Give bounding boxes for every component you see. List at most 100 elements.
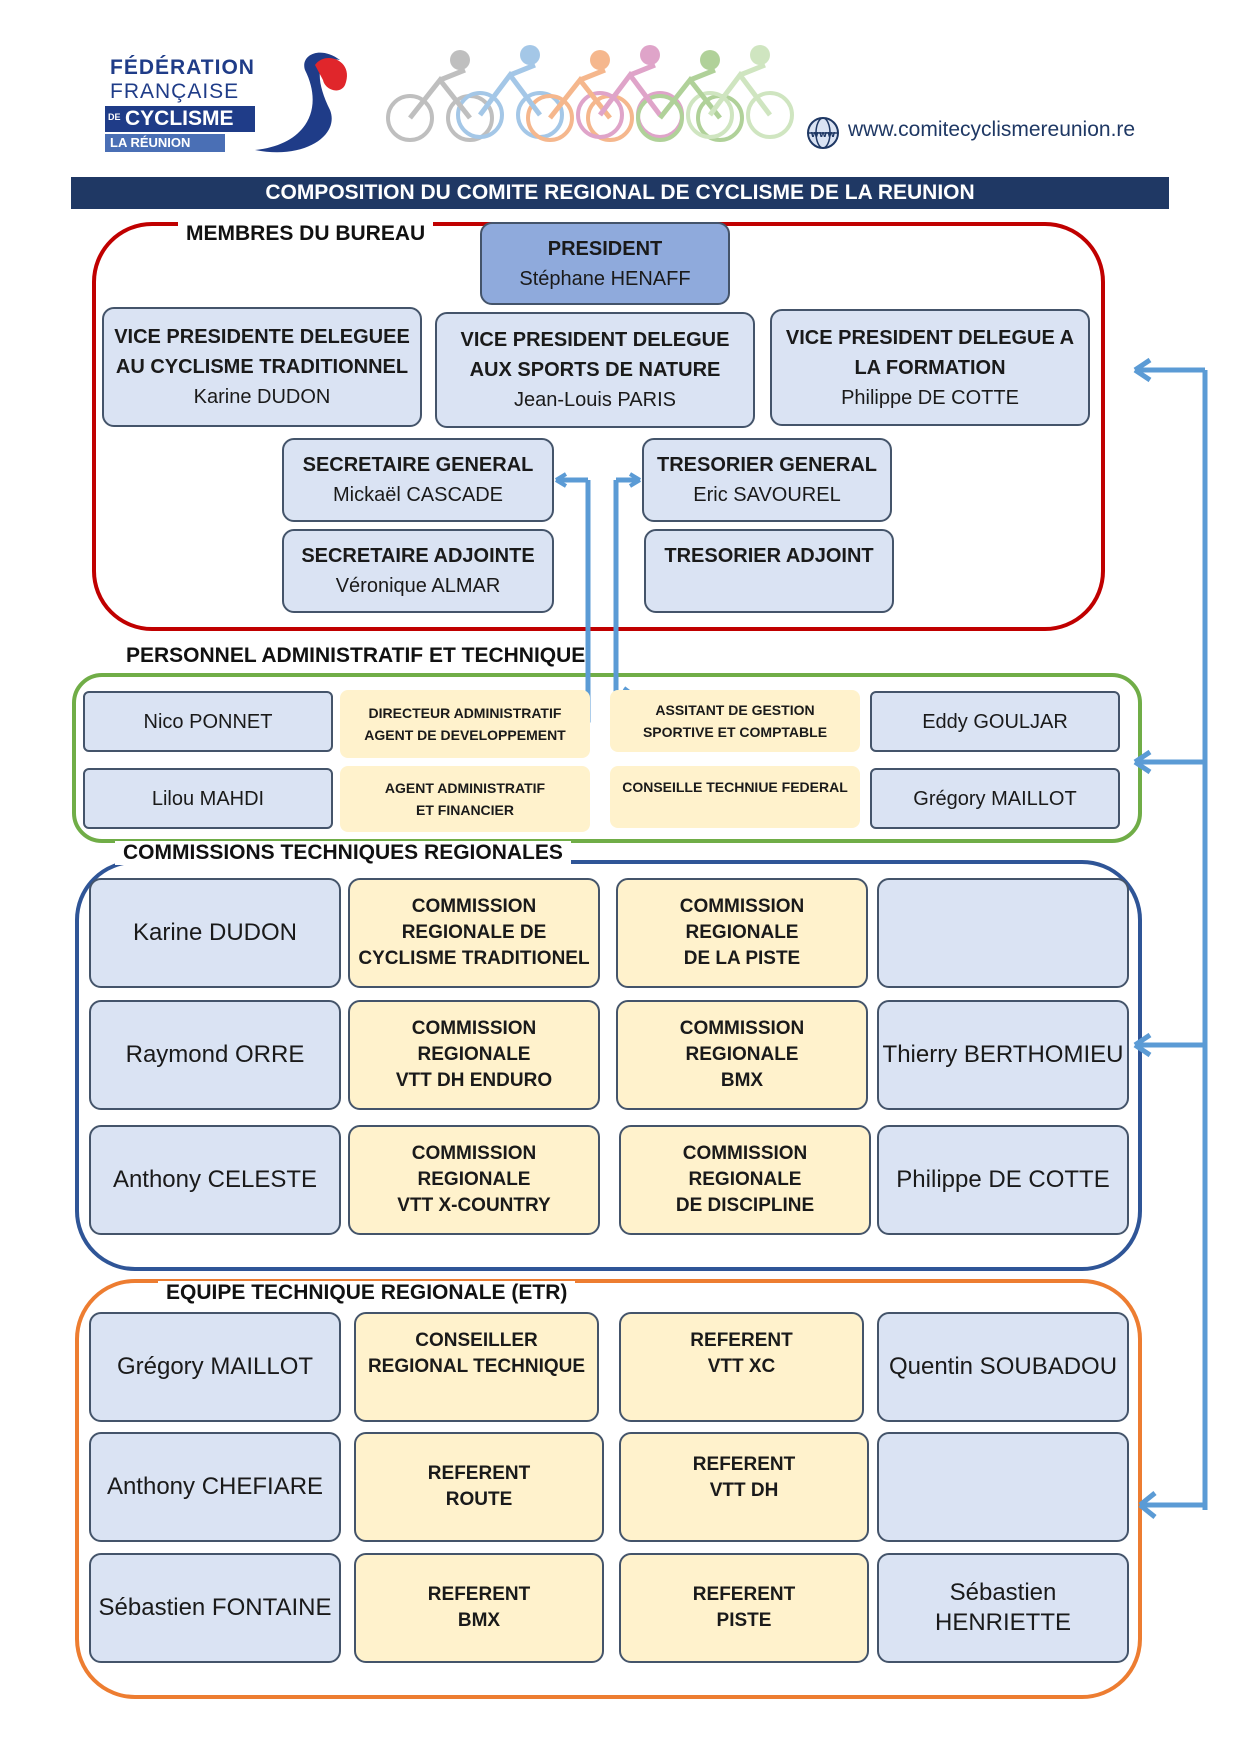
personnel-name-4-text: Grégory MAILLOT bbox=[913, 787, 1077, 810]
commission-name-3-text: Anthony CELESTE bbox=[112, 1166, 318, 1193]
commission-title-3: COMMISSION REGIONALE VTT X-COUNTRY bbox=[348, 1125, 600, 1235]
title-banner: COMPOSITION DU COMITE REGIONAL DE CYCLIS… bbox=[71, 177, 1169, 209]
commission-title-6-line3: DE DISCIPLINE bbox=[675, 1195, 815, 1216]
etr-title-6: REFERENT PISTE bbox=[619, 1553, 869, 1663]
commission-title-3-line2: REGIONALE bbox=[417, 1169, 531, 1190]
commission-title-1: COMMISSION REGIONALE DE CYCLISME TRADITI… bbox=[348, 878, 600, 988]
commission-title-5-line1: COMMISSION bbox=[679, 1018, 805, 1039]
etr-frame bbox=[75, 1279, 1142, 1699]
personnel-role-4-line1: CONSEILLE TECHNIUE FEDERAL bbox=[622, 779, 848, 795]
personnel-name-1: Nico PONNET bbox=[83, 691, 333, 752]
commission-title-1-line1: COMMISSION bbox=[411, 896, 537, 917]
etr-name-3-text: Sébastien FONTAINE bbox=[98, 1594, 332, 1621]
vp1-title-line2: AU CYCLISME TRADITIONNEL bbox=[115, 356, 409, 378]
commission-name-2-text: Raymond ORRE bbox=[125, 1041, 305, 1068]
secretaire-adjointe-box: SECRETAIRE ADJOINTE Véronique ALMAR bbox=[282, 529, 554, 613]
commission-title-1-line3: CYCLISME TRADITIONEL bbox=[358, 948, 590, 969]
commission-name-4 bbox=[877, 878, 1129, 988]
etr-title-5-line1: REFERENT bbox=[692, 1454, 796, 1475]
etr-title-3: REFERENT BMX bbox=[354, 1553, 604, 1663]
commission-title-4-line2: REGIONALE bbox=[685, 922, 799, 943]
svg-text:www: www bbox=[811, 130, 836, 140]
etr-title-1: CONSEILLER REGIONAL TECHNIQUE bbox=[354, 1312, 599, 1422]
commission-title-6-line1: COMMISSION bbox=[682, 1143, 808, 1164]
tresorier-general-box: TRESORIER GENERAL Eric SAVOUREL bbox=[642, 438, 892, 522]
etr-title-1-line2: REGIONAL TECHNIQUE bbox=[367, 1356, 586, 1377]
vp3-title-line1: VICE PRESIDENT DELEGUE A bbox=[785, 326, 1075, 349]
etr-name-2: Anthony CHEFIARE bbox=[89, 1432, 341, 1542]
etr-title-4-line1: REFERENT bbox=[690, 1330, 793, 1351]
personnel-role-2-line1: ASSITANT DE GESTION bbox=[655, 702, 815, 718]
president-box: PRESIDENT Stéphane HENAFF bbox=[480, 222, 730, 305]
secretaire-adjointe-name: Véronique ALMAR bbox=[335, 575, 501, 597]
personnel-name-2: Lilou MAHDI bbox=[83, 768, 333, 829]
page-title: COMPOSITION DU COMITE REGIONAL DE CYCLIS… bbox=[265, 181, 975, 204]
etr-title-6-line2: PISTE bbox=[716, 1610, 772, 1631]
personnel-name-3-text: Eddy GOULJAR bbox=[922, 710, 1068, 733]
etr-title-5-line2: VTT DH bbox=[709, 1480, 779, 1501]
vp2-title-line2: AUX SPORTS DE NATURE bbox=[469, 359, 721, 381]
vp1-title-line1: VICE PRESIDENTE DELEGUEE bbox=[114, 326, 410, 348]
personnel-role-1-line2: AGENT DE DEVELOPPEMENT bbox=[364, 727, 566, 743]
commission-title-6-line2: REGIONALE bbox=[688, 1169, 802, 1190]
commission-title-4-line1: COMMISSION bbox=[679, 896, 805, 917]
commission-title-5-line3: BMX bbox=[720, 1070, 764, 1091]
cyclists-banner-icon bbox=[386, 45, 794, 142]
commission-title-2-line1: COMMISSION bbox=[411, 1018, 537, 1039]
ffc-logo: FÉDÉRATION FRANÇAISE DE CYCLISME LA RÉUN… bbox=[105, 40, 365, 160]
commission-title-3-line3: VTT X-COUNTRY bbox=[397, 1195, 551, 1216]
vp2-box: VICE PRESIDENT DELEGUE AUX SPORTS DE NAT… bbox=[435, 312, 755, 428]
commission-title-2-line3: VTT DH ENDURO bbox=[395, 1070, 553, 1091]
president-name: Stéphane HENAFF bbox=[519, 267, 691, 290]
logo-line-reunion: LA RÉUNION bbox=[110, 135, 191, 150]
commission-title-2-line2: REGIONALE bbox=[417, 1044, 531, 1065]
etr-title-2-line2: ROUTE bbox=[445, 1489, 513, 1510]
etr-title-3-line1: REFERENT bbox=[427, 1584, 531, 1605]
tresorier-general-name: Eric SAVOUREL bbox=[693, 484, 841, 506]
vp3-name: Philippe DE COTTE bbox=[841, 386, 1019, 409]
commission-name-5: Thierry BERTHOMIEU bbox=[877, 1000, 1129, 1110]
etr-name-4-text: Quentin SOUBADOU bbox=[888, 1353, 1118, 1380]
etr-name-2-text: Anthony CHEFIARE bbox=[106, 1473, 324, 1500]
personnel-role-1: DIRECTEUR ADMINISTRATIF AGENT DE DEVELOP… bbox=[340, 690, 590, 758]
tresorier-adjoint-title: TRESORIER ADJOINT bbox=[664, 545, 874, 567]
vp3-title-line2: LA FORMATION bbox=[854, 356, 1006, 379]
personnel-name-1-text: Nico PONNET bbox=[143, 710, 273, 733]
personnel-role-4: CONSEILLE TECHNIUE FEDERAL bbox=[610, 766, 860, 828]
vp2-name: Jean-Louis PARIS bbox=[514, 389, 676, 411]
commission-title-5-line2: REGIONALE bbox=[685, 1044, 799, 1065]
vp1-box: VICE PRESIDENTE DELEGUEE AU CYCLISME TRA… bbox=[102, 307, 422, 427]
logo-cyclisme-band bbox=[105, 106, 255, 132]
president-title: PRESIDENT bbox=[547, 237, 663, 260]
etr-name-1-text: Grégory MAILLOT bbox=[116, 1353, 314, 1380]
personnel-role-3: AGENT ADMINISTRATIF ET FINANCIER bbox=[340, 766, 590, 832]
personnel-label: PERSONNEL ADMINISTRATIF ET TECHNIQUE bbox=[118, 644, 594, 668]
personnel-name-3: Eddy GOULJAR bbox=[870, 691, 1120, 752]
commissions-label: COMMISSIONS TECHNIQUES REGIONALES bbox=[115, 841, 571, 865]
personnel-name-4: Grégory MAILLOT bbox=[870, 768, 1120, 829]
bureau-label: MEMBRES DU BUREAU bbox=[178, 222, 434, 246]
etr-title-5: REFERENT VTT DH bbox=[619, 1432, 869, 1542]
commission-title-4: COMMISSION REGIONALE DE LA PISTE bbox=[616, 878, 868, 988]
commission-name-2: Raymond ORRE bbox=[89, 1000, 341, 1110]
commission-title-2: COMMISSION REGIONALE VTT DH ENDURO bbox=[348, 1000, 600, 1110]
commission-name-3: Anthony CELESTE bbox=[89, 1125, 341, 1235]
etr-title-1-line1: CONSEILLER bbox=[415, 1330, 538, 1351]
etr-title-6-line1: REFERENT bbox=[692, 1584, 796, 1605]
secretaire-adjointe-title: SECRETAIRE ADJOINTE bbox=[301, 545, 535, 567]
personnel-name-2-text: Lilou MAHDI bbox=[151, 787, 265, 810]
etr-name-6: Sébastien HENRIETTE bbox=[877, 1553, 1129, 1663]
website-link[interactable]: www.comitecyclismereunion.re bbox=[848, 118, 1136, 141]
logo-swoosh-icon bbox=[255, 52, 348, 153]
commission-title-4-line3: DE LA PISTE bbox=[683, 948, 801, 969]
etr-title-4: REFERENT VTT XC bbox=[619, 1312, 864, 1422]
personnel-role-3-line1: AGENT ADMINISTRATIF bbox=[384, 780, 546, 796]
tresorier-adjoint-box: TRESORIER ADJOINT bbox=[644, 529, 894, 613]
etr-name-1: Grégory MAILLOT bbox=[89, 1312, 341, 1422]
logo-line-de: DE bbox=[108, 112, 121, 122]
commissions-frame bbox=[75, 860, 1142, 1271]
logo-line-cyclisme: CYCLISME bbox=[125, 107, 234, 130]
etr-name-6-text: Sébastien HENRIETTE bbox=[934, 1579, 1071, 1636]
etr-label: EQUIPE TECHNIQUE REGIONALE (ETR) bbox=[158, 1281, 576, 1305]
vp3-box: VICE PRESIDENT DELEGUE A LA FORMATION Ph… bbox=[770, 309, 1090, 426]
